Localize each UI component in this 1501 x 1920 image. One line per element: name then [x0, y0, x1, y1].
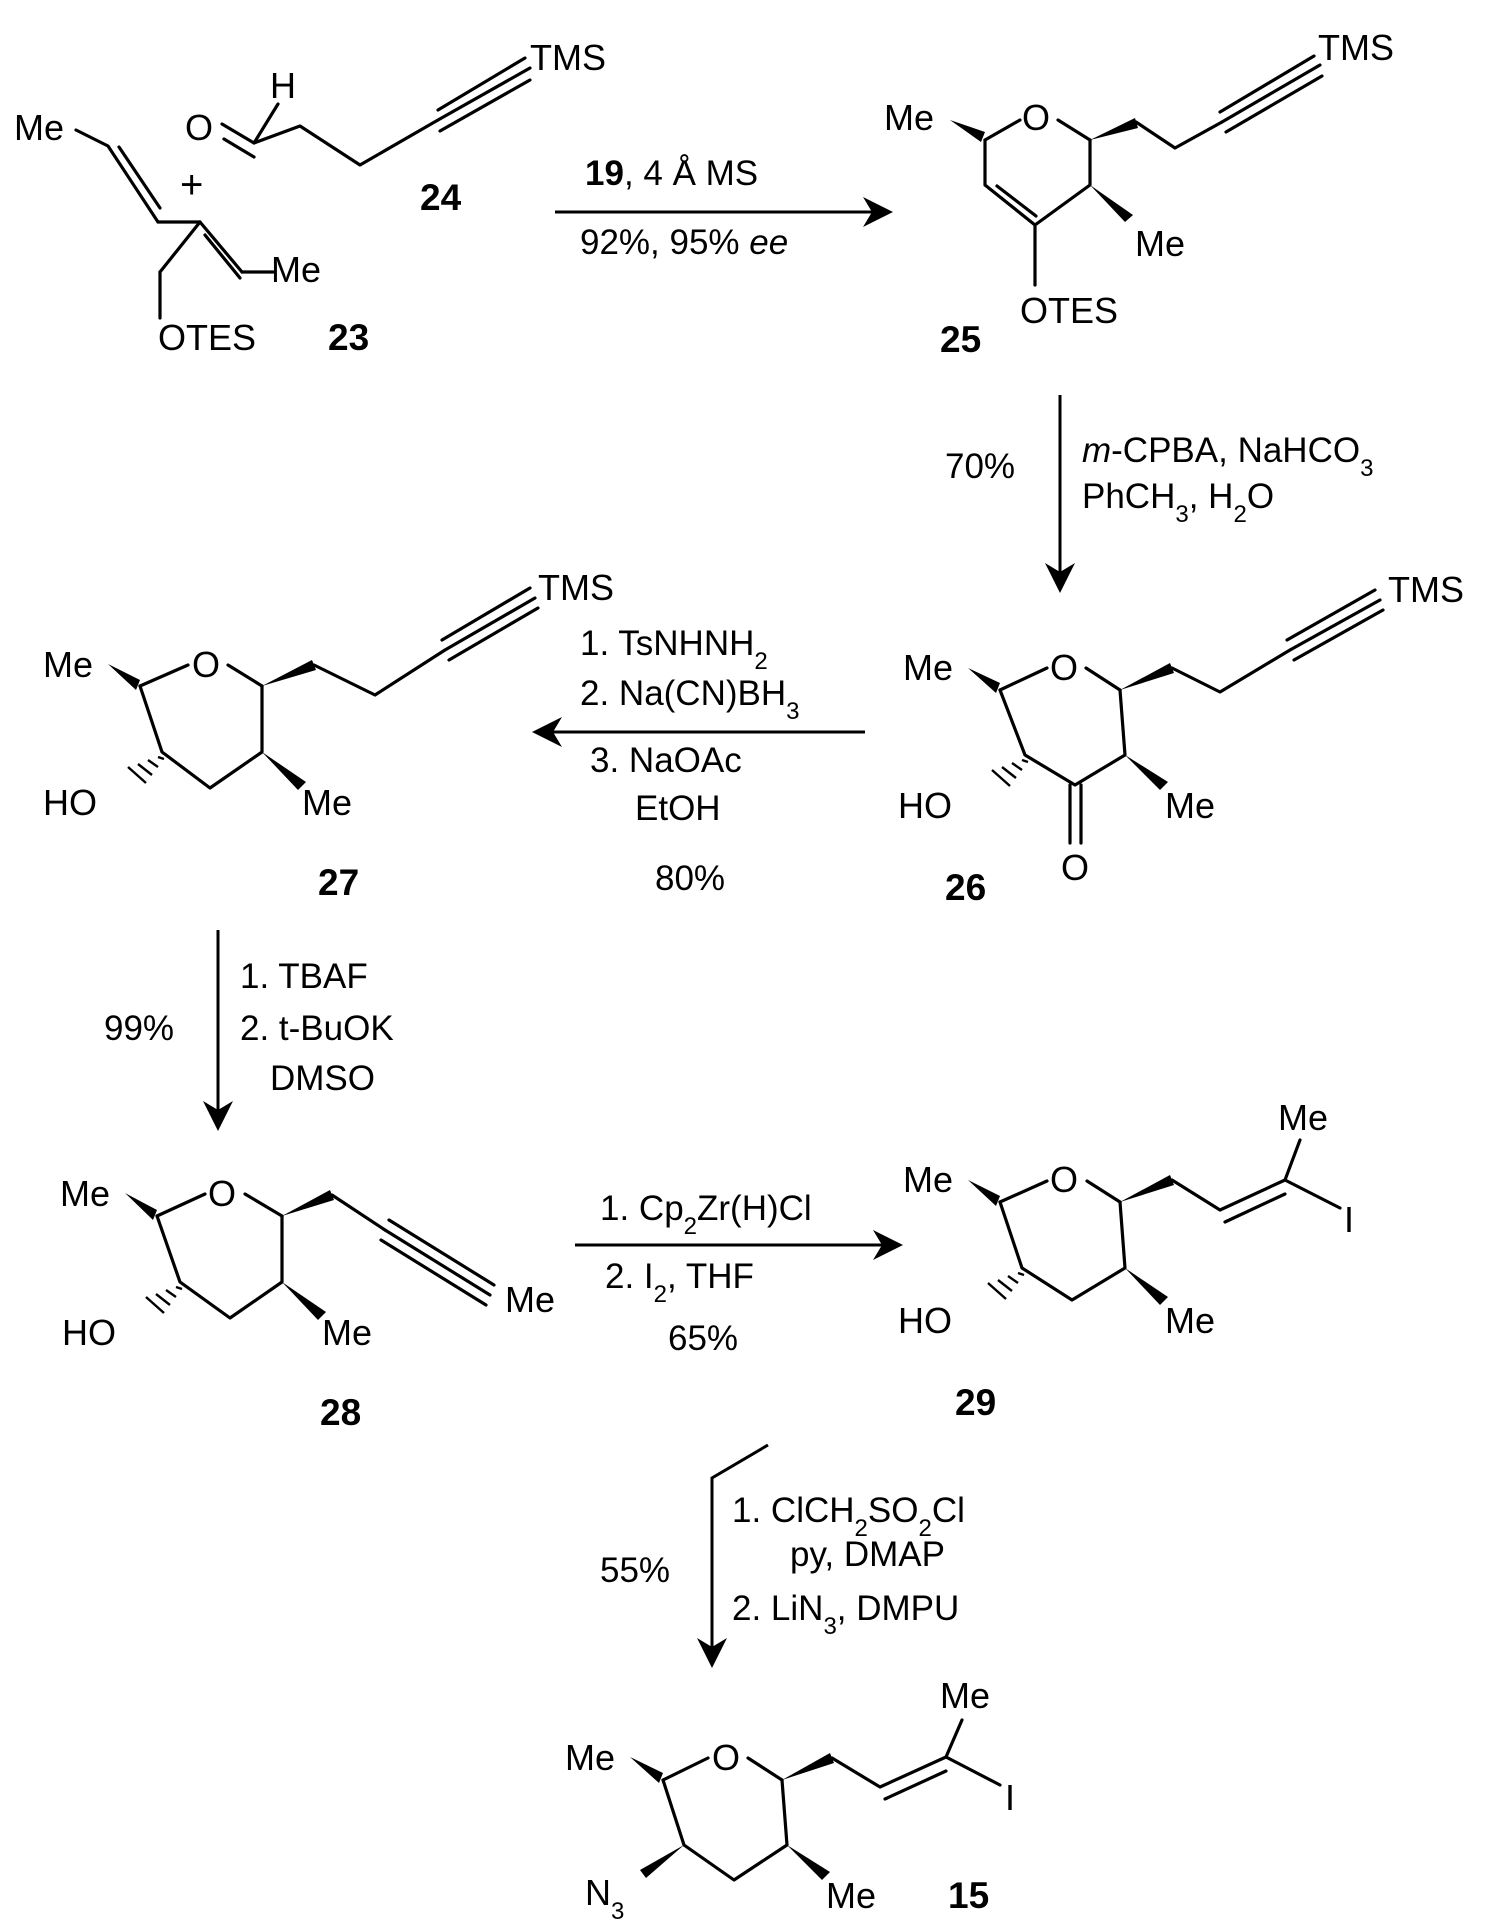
atom-me: Me	[903, 647, 953, 688]
hashed-bond	[127, 755, 165, 784]
step-5-yield: 65%	[668, 1319, 738, 1358]
compound-15-structure: Me O Me I Me N3 15	[565, 1675, 1015, 1920]
step-1-reagents: 19, 4 Å MS	[585, 154, 758, 193]
atom-o: O	[1022, 97, 1050, 138]
step-4-yield: 99%	[104, 1009, 174, 1048]
compound-label-24: 24	[420, 177, 462, 218]
atom-ho: HO	[43, 782, 97, 823]
atom-o: O	[712, 1737, 740, 1778]
atom-me: Me	[60, 1173, 110, 1214]
atom-me: Me	[903, 1159, 953, 1200]
atom-o: O	[1050, 1159, 1078, 1200]
step-3-line-2: 2. Na(CN)BH3	[580, 674, 800, 725]
step-3-line-4: EtOH	[635, 789, 721, 828]
compound-label-28: 28	[320, 1392, 361, 1433]
step-2-yield: 70%	[945, 447, 1015, 486]
atom-me: Me	[940, 1675, 990, 1716]
atom-ho: HO	[898, 785, 952, 826]
compound-label-29: 29	[955, 1382, 996, 1423]
compound-label-27: 27	[318, 862, 359, 903]
compound-29-structure: Me O Me I Me HO 29	[898, 1097, 1354, 1423]
atom-ho: HO	[898, 1300, 952, 1341]
step-6-yield: 55%	[600, 1551, 670, 1590]
step-5: 1. Cp2Zr(H)Cl 2. I2, THF 65%	[575, 1189, 903, 1358]
atom-me: Me	[302, 782, 352, 823]
step-6: 55% 1. ClCH2SO2Cl py, DMAP 2. LiN3, DMPU	[600, 1443, 965, 1668]
step-2-solvent: PhCH3, H2O	[1082, 477, 1274, 528]
atom-otes: OTES	[1020, 290, 1118, 331]
step-2: 70% m-CPBA, NaHCO3 PhCH3, H2O	[945, 395, 1373, 593]
step-4: 99% 1. TBAF 2. t-BuOK DMSO	[104, 930, 394, 1131]
compound-25-structure: Me O TMS Me OTES 25	[884, 27, 1394, 360]
atom-tms: TMS	[1318, 27, 1394, 68]
hashed-bond	[145, 1285, 183, 1314]
atom-iodine: I	[1005, 1777, 1015, 1818]
step-3: 1. TsNHNH2 2. Na(CN)BH3 3. NaOAc EtOH 80…	[532, 624, 865, 898]
compound-24-structure: O H TMS 24	[185, 37, 606, 218]
step-3-yield: 80%	[655, 859, 725, 898]
atom-me: Me	[14, 107, 64, 148]
atom-o: O	[208, 1173, 236, 1214]
atom-iodine: I	[1344, 1199, 1354, 1240]
reagent-ms: , 4 Å MS	[624, 154, 758, 193]
atom-o: O	[185, 107, 213, 148]
atom-otes: OTES	[158, 317, 256, 358]
compound-28-structure: Me O Me Me HO 28	[60, 1173, 555, 1433]
atom-o: O	[192, 644, 220, 685]
step-6-line-2: py, DMAP	[790, 1535, 945, 1574]
step-4-line-1: 1. TBAF	[240, 957, 368, 996]
plus-sign: +	[180, 163, 203, 207]
compound-label-26: 26	[945, 867, 986, 908]
atom-me: Me	[1165, 785, 1215, 826]
step-1-yield: 92%, 95% ee	[580, 223, 788, 262]
step-1: 19, 4 Å MS 92%, 95% ee	[555, 154, 893, 262]
step-3-line-3: 3. NaOAc	[590, 741, 742, 780]
atom-n3: N3	[585, 1872, 624, 1920]
compound-23-structure: Me Me OTES 23 +	[14, 107, 369, 358]
compound-27-structure: Me O TMS Me HO 27	[43, 567, 614, 903]
catalyst-19: 19	[585, 154, 624, 193]
reaction-arrow	[697, 1443, 769, 1668]
atom-tms: TMS	[530, 37, 606, 78]
hashed-bond	[987, 1271, 1025, 1300]
atom-me: Me	[505, 1279, 555, 1320]
atom-ho: HO	[62, 1312, 116, 1353]
atom-tms: TMS	[1388, 569, 1464, 610]
atom-me: Me	[1278, 1097, 1328, 1138]
step-4-line-2: 2. t-BuOK	[240, 1009, 394, 1048]
atom-h: H	[270, 65, 296, 106]
step-5-line-1: 1. Cp2Zr(H)Cl	[600, 1189, 812, 1240]
step-6-line-3: 2. LiN3, DMPU	[732, 1589, 959, 1640]
compound-26-structure: Me O TMS Me HO O 26	[898, 569, 1464, 908]
hashed-bond	[991, 758, 1029, 787]
step-2-oxidant: m-CPBA, NaHCO3	[1082, 431, 1373, 482]
step-6-line-1: 1. ClCH2SO2Cl	[732, 1491, 965, 1542]
step-3-line-1: 1. TsNHNH2	[580, 624, 768, 675]
atom-me: Me	[271, 249, 321, 290]
atom-o: O	[1050, 647, 1078, 688]
step-5-line-2: 2. I2, THF	[605, 1257, 754, 1308]
compound-label-25: 25	[940, 319, 981, 360]
compound-label-23: 23	[328, 317, 369, 358]
atom-me: Me	[43, 644, 93, 685]
atom-me: Me	[1135, 223, 1185, 264]
atom-o: O	[1061, 847, 1089, 888]
atom-me: Me	[884, 97, 934, 138]
atom-me: Me	[1165, 1300, 1215, 1341]
compound-label-15: 15	[948, 1875, 989, 1916]
atom-me: Me	[826, 1875, 876, 1916]
step-4-line-3: DMSO	[270, 1059, 375, 1098]
atom-me: Me	[322, 1312, 372, 1353]
atom-me: Me	[565, 1737, 615, 1778]
atom-tms: TMS	[538, 567, 614, 608]
